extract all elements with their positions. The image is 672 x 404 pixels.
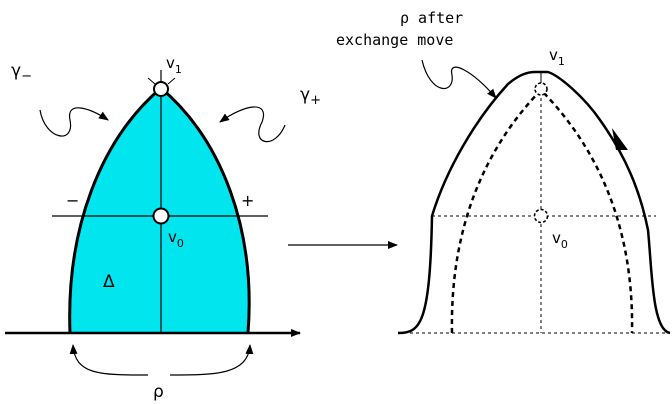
right-v0-label: v0 bbox=[552, 229, 568, 251]
rho-bracket-left bbox=[69, 344, 149, 376]
v1-tick-left bbox=[147, 77, 156, 85]
direction-arrowhead bbox=[612, 128, 628, 150]
gamma-minus-pointer bbox=[39, 107, 109, 137]
caption-line2: exchange move bbox=[336, 31, 453, 49]
exchange-curve-solid bbox=[397, 70, 671, 335]
gamma-minus-label: γ− bbox=[11, 61, 32, 84]
gamma-plus-label: γ+ bbox=[300, 85, 321, 108]
rho-bracket-right bbox=[169, 344, 254, 376]
right-vertex-v1 bbox=[534, 82, 548, 96]
caption-line1: ρ after bbox=[400, 9, 463, 27]
gamma-plus-curve bbox=[160, 86, 251, 334]
rho-label: ρ bbox=[153, 382, 164, 402]
vertex-v1 bbox=[153, 81, 169, 97]
v1-label: v1 bbox=[166, 54, 182, 76]
caption-pointer bbox=[421, 59, 497, 99]
v0-label: v0 bbox=[168, 228, 184, 250]
left-figure: v1 v0 γ− γ+ − + Δ ρ bbox=[5, 54, 321, 402]
gamma-plus-pointer bbox=[219, 106, 286, 143]
right-figure: ρ after exchange move v1 v0 bbox=[336, 9, 671, 335]
delta-label: Δ bbox=[103, 272, 115, 292]
right-vertex-v0 bbox=[533, 208, 549, 224]
gamma-minus-curve bbox=[68, 86, 162, 334]
plus-sign-label: + bbox=[241, 191, 254, 210]
minus-sign-label: − bbox=[66, 191, 79, 210]
v1-tick-right bbox=[167, 77, 176, 85]
vertex-v0 bbox=[152, 207, 170, 225]
right-v1-label: v1 bbox=[549, 46, 565, 68]
